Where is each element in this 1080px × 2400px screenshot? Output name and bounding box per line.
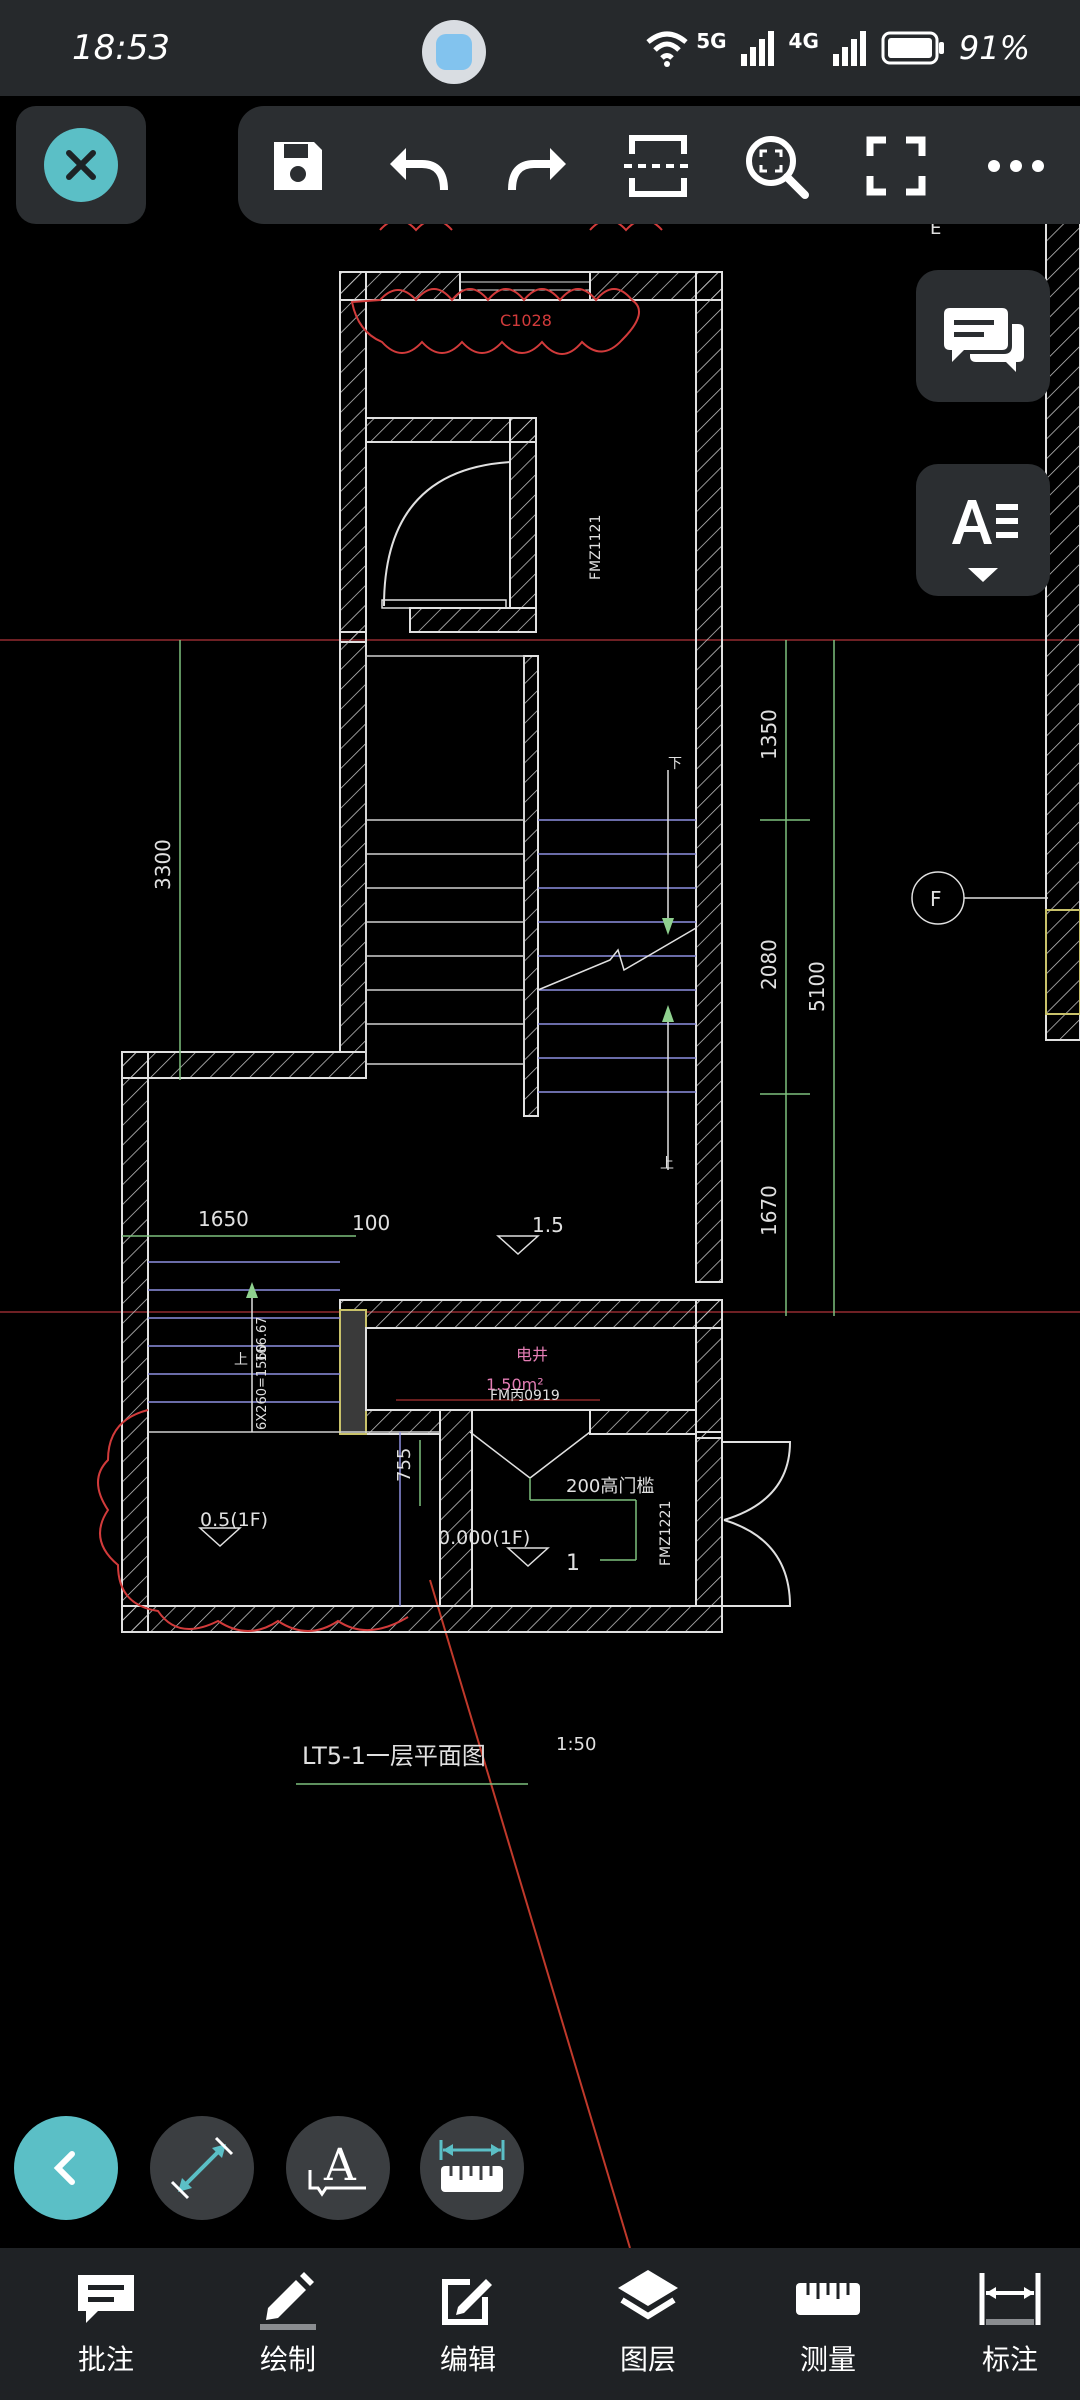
svg-text:A: A [323,2140,357,2191]
stair-treads [365,655,525,1065]
signal-icon-2 [832,31,866,66]
elevation-3: 0.000(1F) [438,1527,530,1549]
stair-down-label: 下 [668,756,682,772]
fullscreen-button[interactable] [858,128,934,204]
dimension-lines [122,640,835,1561]
nav-dimension-label: 标注 [981,2343,1038,2376]
nav-edit[interactable]: 编辑 [378,2268,558,2388]
drawing-scale: 1:50 [556,1734,596,1755]
walls [121,271,723,1633]
index-number: 1 [566,1551,580,1576]
threshold-label: 200高门槛 [566,1476,654,1497]
stair-up-label-lower: 上 [234,1352,248,1368]
text-annotation-icon: A [308,2140,366,2197]
battery-percent: 91% [958,29,1030,67]
redo-icon [508,148,566,191]
axis-f: F [930,887,942,911]
text-style-button[interactable] [916,464,1050,596]
status-time: 18:53 [72,28,170,68]
close-icon [66,150,96,180]
pencil-icon [260,2272,316,2330]
dim-5100: 5100 [805,961,829,1012]
nav-measure-label: 测量 [799,2343,856,2376]
back-button[interactable] [14,2116,118,2220]
nav-draw-label: 绘制 [259,2343,316,2376]
ruler-icon [439,2140,505,2192]
nav-layers[interactable]: 图层 [558,2268,738,2388]
drawing-title: LT5-1一层平面图 [302,1742,486,1770]
shaft-label: 电井 [516,1345,548,1364]
bottom-navigation: 批注 绘制 编辑 图层 [0,2248,1080,2400]
elevation-2: 0.5(1F) [200,1509,268,1531]
close-panel [16,106,146,224]
more-icon [988,160,1044,172]
window-label: C1028 [500,311,552,330]
battery-icon [881,31,944,65]
dim-1670: 1670 [757,1185,781,1236]
dim-1350: 1350 [757,709,781,760]
dim-left: 3300 [151,839,175,890]
nav-draw[interactable]: 绘制 [198,2268,378,2388]
top-toolbar [238,106,1080,224]
fullscreen-icon [866,136,926,196]
wifi-icon [646,31,688,67]
more-button[interactable] [978,128,1054,204]
save-icon [274,142,322,190]
status-bar: 18:53 5G 4G 91% [0,0,1080,96]
redo-button[interactable] [500,128,576,204]
axis-e: E [930,218,941,239]
nav-layers-label: 图层 [619,2343,676,2376]
linear-dimension-button[interactable] [150,2116,254,2220]
recording-indicator [422,20,486,84]
cad-drawing[interactable]: C1028 FMZ1121 3300 1350 2080 1670 5100 1… [0,96,1080,2249]
nav-edit-label: 编辑 [439,2343,496,2376]
zoom-icon [746,136,809,199]
cad-canvas[interactable]: C1028 FMZ1121 3300 1350 2080 1670 5100 1… [0,96,1080,2249]
text-style-icon [952,500,1018,582]
undo-icon [390,148,448,191]
network-4g-label: 4G [788,29,819,53]
section-button[interactable] [620,128,696,204]
dim-2080: 2080 [757,939,781,990]
zoom-button[interactable] [738,128,814,204]
chevron-left-icon [53,2151,75,2185]
layers-icon [618,2270,678,2320]
signal-icon [740,31,774,66]
elevation-1: 1.5 [532,1213,564,1237]
nav-comment-label: 批注 [77,2343,134,2376]
comment-icon [78,2275,134,2323]
measure-icon [796,2283,860,2315]
measure-button[interactable] [420,2116,524,2220]
door-label-bottom: FMZ1221 [658,1501,674,1566]
undo-button[interactable] [380,128,456,204]
nav-dimension[interactable]: 标注 [920,2268,1080,2388]
step-label: 6X260=1560 [255,1344,270,1430]
close-button[interactable] [44,128,118,202]
edit-icon [442,2279,492,2325]
linear-dimension-icon [170,2136,234,2200]
comments-icon [944,308,1024,372]
dimension-icon [979,2273,1041,2325]
door-label-top: FMZ1121 [588,515,604,580]
dim-1650: 1650 [198,1207,249,1231]
text-annotation-button[interactable]: A [286,2116,390,2220]
status-icons: 5G 4G 91% [642,26,1030,70]
step-label-2: 166.67 [255,1317,270,1363]
nav-comment[interactable]: 批注 [16,2268,196,2388]
comments-button[interactable] [916,270,1050,402]
stair-up-label: 上 [660,1156,674,1172]
door-label-shaft: FM丙0919 [490,1388,560,1404]
section-icon [624,135,692,197]
network-5g-label: 5G [696,29,727,53]
shaft-area: 1.50m² [486,1375,544,1394]
nav-measure[interactable]: 测量 [738,2268,918,2388]
save-button[interactable] [260,128,336,204]
dim-100: 100 [352,1211,390,1235]
dim-755: 755 [394,1448,415,1482]
